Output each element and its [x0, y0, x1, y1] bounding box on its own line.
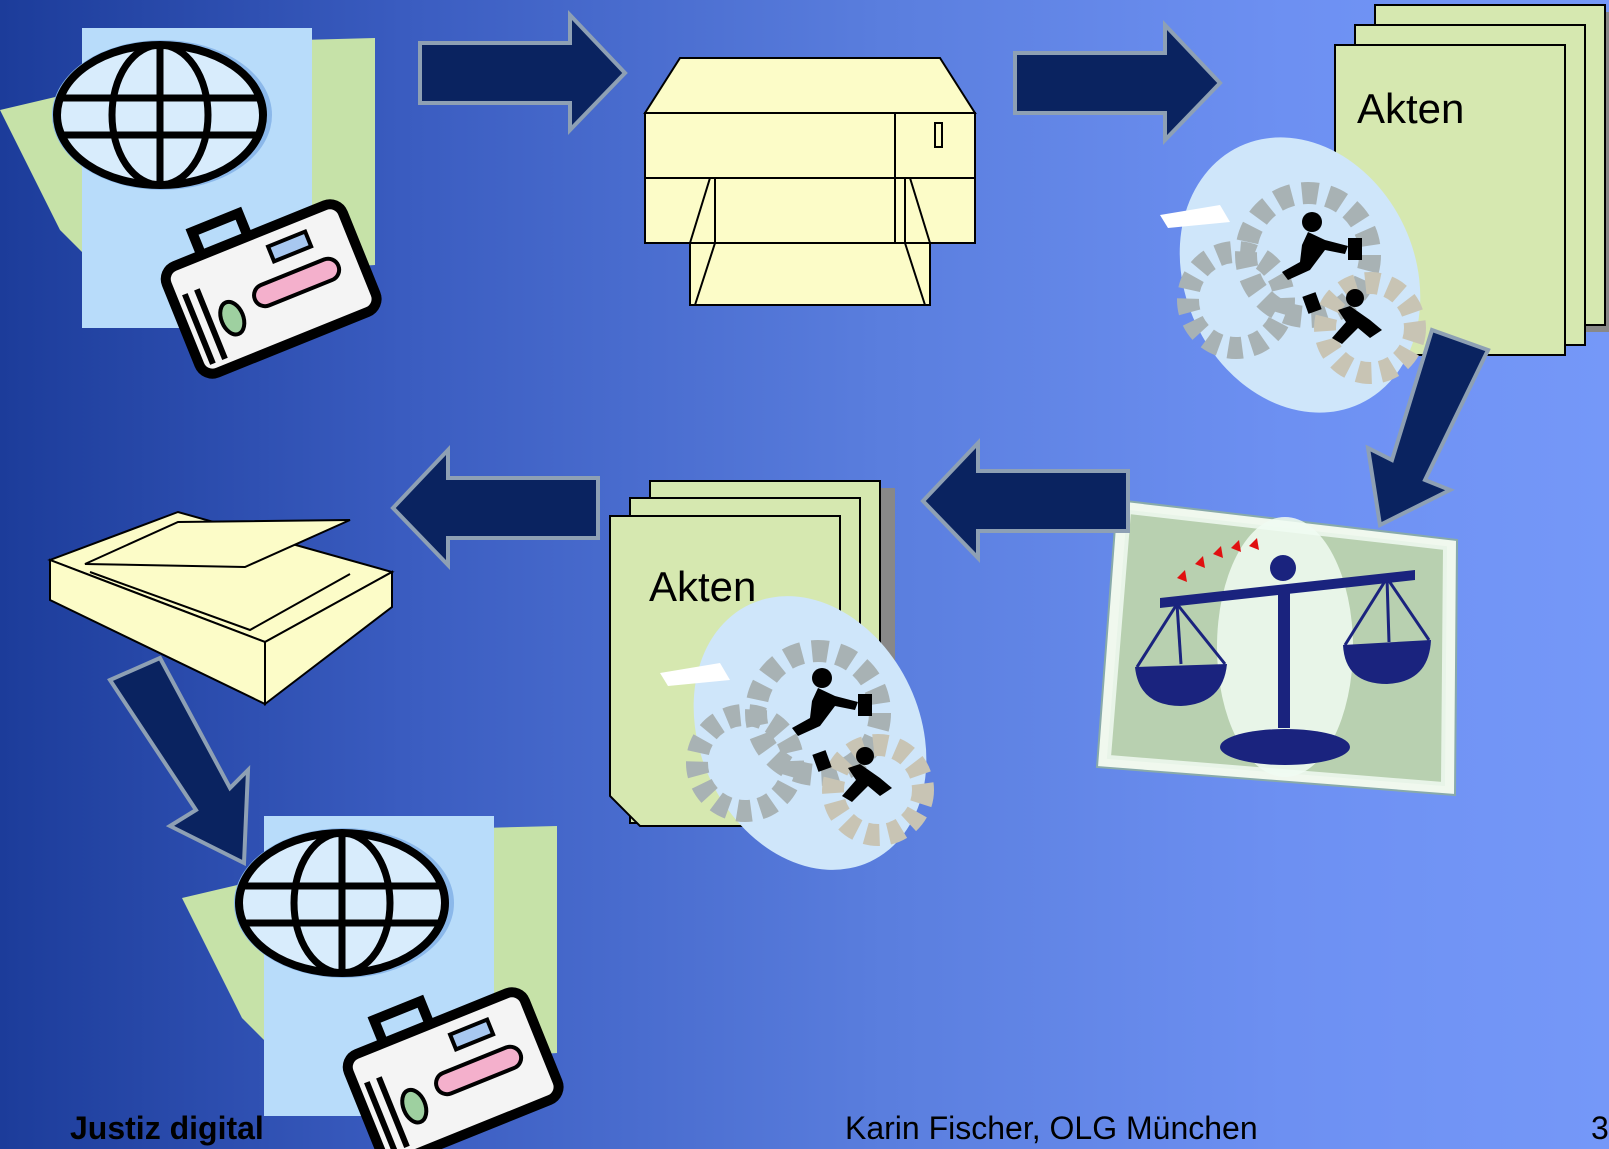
files-stack-middle: Akten	[609, 480, 934, 870]
scanner-icon	[47, 510, 395, 707]
globe-briefcase-icon	[0, 28, 382, 379]
scales-of-justice-icon	[1095, 498, 1459, 797]
files-stack-top: Akten	[1160, 4, 1609, 413]
footer-title: Justiz digital	[70, 1110, 264, 1146]
arrow-left-2	[390, 444, 600, 570]
files-stack-icon: Akten	[609, 480, 934, 870]
arrow-left-1	[920, 437, 1130, 563]
arrow-right-2	[1013, 19, 1223, 145]
arrow-diagonal-1	[1365, 327, 1491, 529]
globe-briefcase-icon	[182, 816, 564, 1149]
arrow-right-1	[418, 9, 628, 135]
email-target-icon	[182, 816, 564, 1149]
printer-icon	[643, 57, 977, 306]
files-top-label: Akten	[1357, 85, 1464, 132]
files-middle-label: Akten	[649, 563, 756, 610]
arrow-diagonal-2	[107, 655, 251, 867]
footer-author: Karin Fischer, OLG München	[845, 1110, 1258, 1146]
page-number: 3	[1591, 1110, 1609, 1146]
files-stack-icon: Akten	[1160, 4, 1609, 413]
email-source-icon	[0, 28, 382, 379]
